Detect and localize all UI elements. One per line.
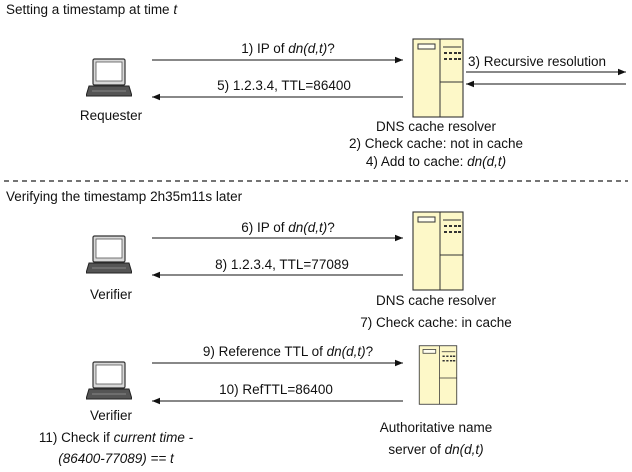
verifier2-laptop-icon xyxy=(86,361,132,400)
arrow-3-label: 3) Recursive resolution xyxy=(468,54,606,69)
step11-line1: 11) Check if current time - xyxy=(39,430,194,445)
arrow-8-label: 8) 1.2.3.4, TTL=77089 xyxy=(215,257,349,272)
section2-title: Verifying the timestamp 2h35m11s later xyxy=(6,189,243,204)
arrow-9-label: 9) Reference TTL of dn(d,t)? xyxy=(203,344,373,359)
step7-label: 7) Check cache: in cache xyxy=(360,315,512,330)
auth-server-icon xyxy=(418,345,458,405)
step11-line2: (86400-77089) == t xyxy=(58,451,175,466)
verifier2-label: Verifier xyxy=(90,408,133,423)
resolver2-server-icon xyxy=(412,211,464,291)
arrow-1-label: 1) IP of dn(d,t)? xyxy=(241,41,335,56)
step2-label: 2) Check cache: not in cache xyxy=(349,136,523,151)
requester-laptop-icon xyxy=(86,58,132,97)
step4-label: 4) Add to cache: dn(d,t) xyxy=(366,154,506,169)
arrow-10-label: 10) RefTTL=86400 xyxy=(219,382,333,397)
arrow-6-label: 6) IP of dn(d,t)? xyxy=(241,220,335,235)
resolver1-server-icon xyxy=(412,38,464,118)
resolver1-label: DNS cache resolver xyxy=(376,119,497,134)
verifier1-laptop-icon xyxy=(86,235,132,274)
requester-label: Requester xyxy=(80,108,143,123)
section1-title: Setting a timestamp at time t xyxy=(6,2,178,17)
auth-label-line1: Authoritative name xyxy=(380,420,493,435)
verifier1-label: Verifier xyxy=(90,287,133,302)
auth-label-line2: server of dn(d,t) xyxy=(388,442,483,457)
arrow-5-label: 5) 1.2.3.4, TTL=86400 xyxy=(217,78,351,93)
resolver2-label: DNS cache resolver xyxy=(376,293,497,308)
